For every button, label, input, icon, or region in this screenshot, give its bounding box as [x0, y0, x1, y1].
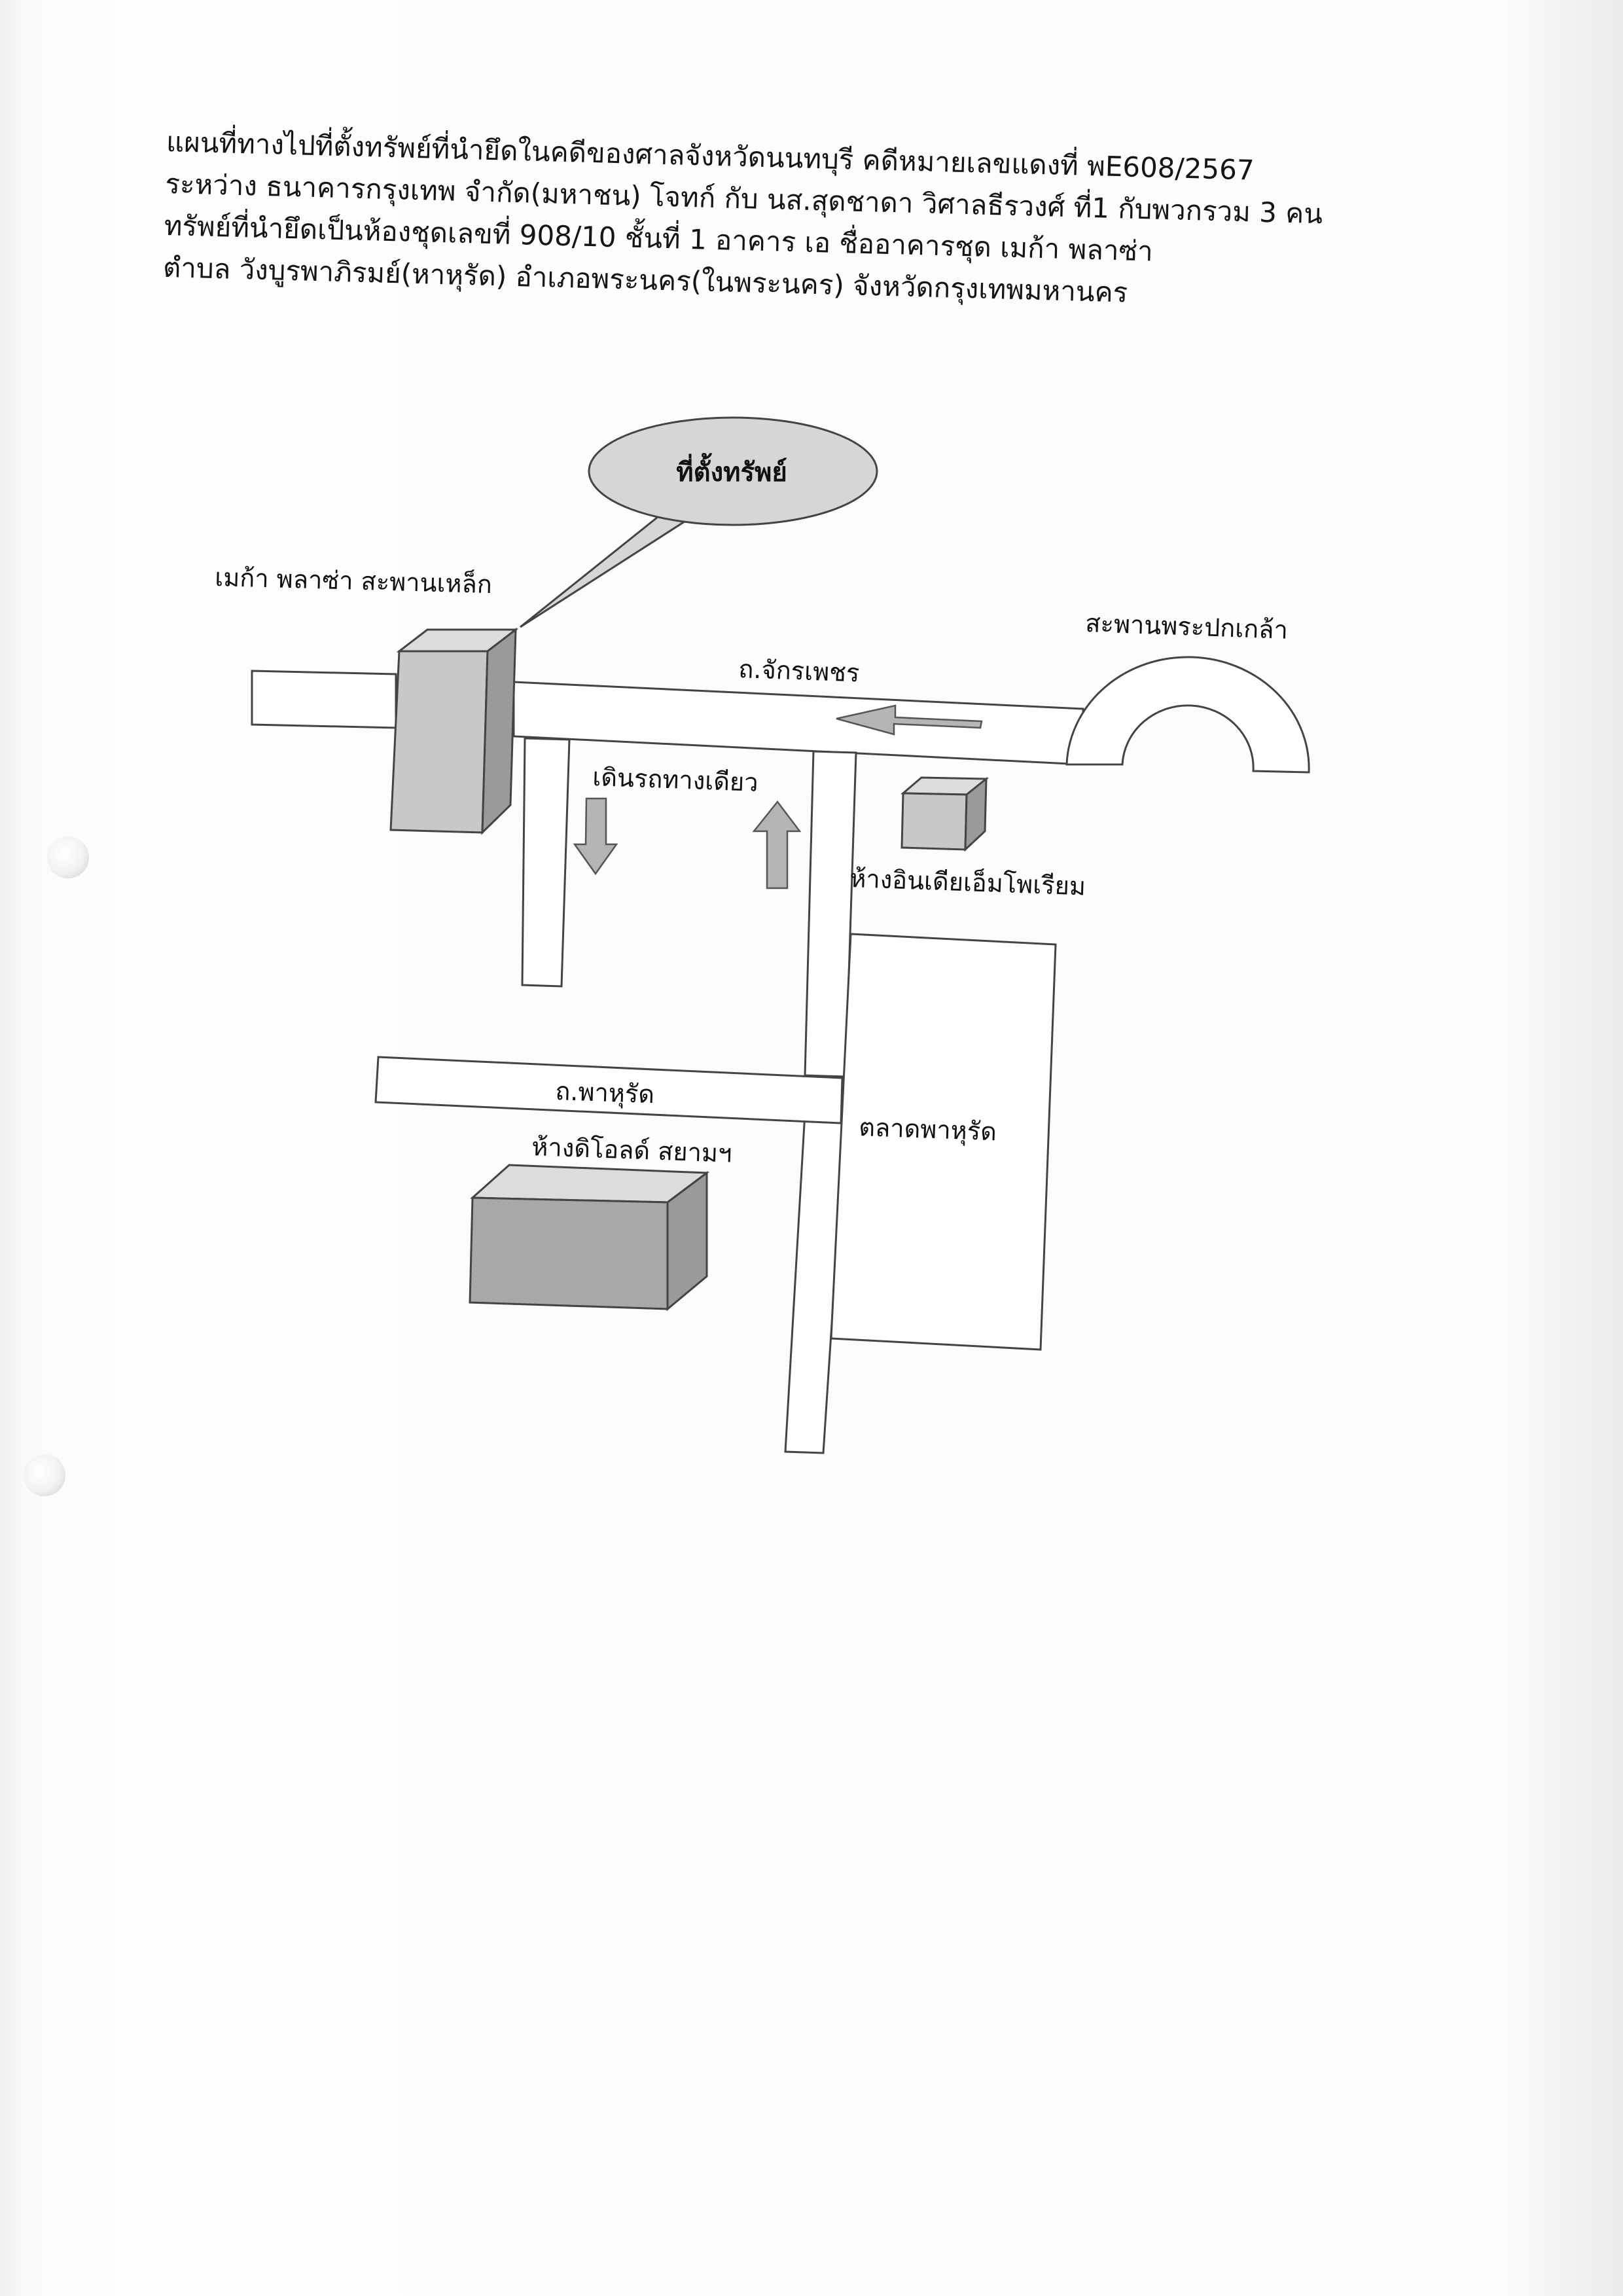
punch-hole-bottom	[24, 1454, 65, 1496]
pahurat-market-label: ตลาดพาหุรัด	[859, 1113, 997, 1147]
property-location-callout	[520, 416, 878, 628]
chakkraphet-road-label: ถ.จักรเพชร	[738, 655, 860, 687]
chakkraphet-road	[512, 681, 1084, 766]
old-siam-label: ห้างดิโอลด์ สยามฯ	[531, 1132, 732, 1168]
chakkraphet-oneway-arrow	[836, 704, 983, 736]
one-way-label: เดินรถทางเดียว	[592, 762, 759, 797]
india-emporium-building	[901, 776, 990, 852]
side-soi-road	[521, 737, 571, 988]
india-emporium-label: ห้างอินเดียเอ็มโพเรียม	[849, 863, 1086, 901]
mega-plaza-label: เมก้า พลาซ่า สะพานเหล็ก	[215, 562, 493, 599]
chakkraphet-road-west	[251, 670, 397, 729]
mega-plaza-building	[389, 627, 519, 835]
pahurat-road-label: ถ.พาหุรัด	[555, 1077, 655, 1109]
phra-pok-klao-bridge-label: สะพานพระปกเกล้า	[1085, 609, 1289, 645]
punch-hole-top	[47, 836, 89, 878]
old-siam-building	[469, 1164, 710, 1312]
phra-pok-klao-bridge	[1065, 656, 1310, 774]
up-oneway-arrow	[752, 800, 802, 889]
callout-label: ที่ตั้งทรัพย์	[676, 453, 787, 488]
pahurat-market-block	[830, 933, 1057, 1351]
down-oneway-arrow	[573, 797, 618, 876]
